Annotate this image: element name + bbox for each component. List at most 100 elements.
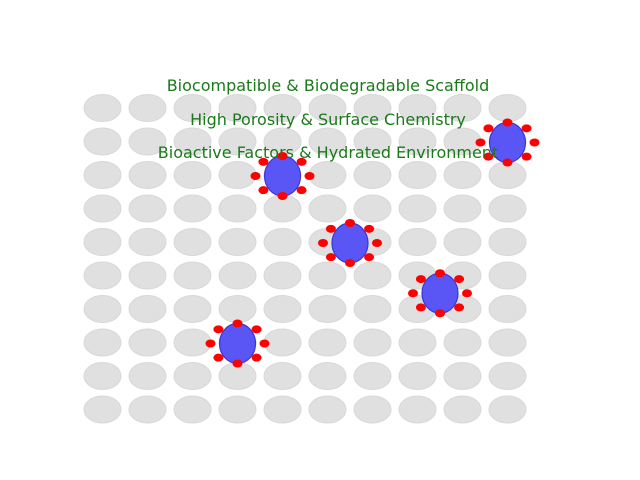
scaffold-pore [488, 194, 527, 223]
scaffold-pore [173, 194, 212, 223]
scaffold-pore [263, 295, 302, 323]
scaffold-pore [83, 194, 122, 223]
scaffold-pore [488, 228, 527, 256]
scaffold-pore [128, 362, 167, 390]
scaffold-pore [173, 228, 212, 256]
scaffold-pore [443, 94, 482, 122]
scaffold-pore [443, 228, 482, 256]
cell-group [205, 319, 270, 368]
cell [331, 222, 369, 264]
bioactive-factor-dot [251, 325, 262, 334]
scaffold-pore [218, 194, 257, 223]
bioactive-factor-dot [372, 239, 382, 247]
scaffold-pore [218, 94, 257, 122]
scaffold-pore [398, 395, 437, 424]
cell-group [475, 118, 540, 167]
scaffold-pore [398, 194, 437, 223]
scaffold-pore [488, 395, 527, 424]
scaffold-pore [263, 94, 302, 122]
bioactive-factor-dot [232, 359, 243, 368]
bioactive-factor-dot [213, 325, 224, 334]
scaffold-pore [443, 362, 482, 390]
scaffold-pore [173, 395, 212, 424]
scaffold-pore [83, 395, 122, 424]
bioactive-factor-dot [462, 289, 472, 298]
bioactive-factor-dot [415, 303, 426, 312]
scaffold-pore [398, 362, 437, 390]
scaffold-pore [308, 295, 347, 323]
bioactive-factor-dot [435, 309, 445, 318]
scaffold-pore [263, 362, 302, 390]
scaffold-pore [308, 395, 347, 424]
scaffold-pore [173, 161, 212, 189]
bioactive-factor-dot [475, 138, 486, 147]
scaffold-pore [83, 261, 122, 290]
scaffold-pore [218, 261, 257, 290]
caption-porosity-surface-chemistry: High Porosity & Surface Chemistry [190, 110, 466, 129]
scaffold-pore [128, 127, 167, 156]
bioactive-factor-dot [318, 239, 328, 247]
scaffold-pore [83, 328, 122, 357]
scaffold-pore [398, 94, 437, 122]
bioactive-factor-dot [364, 253, 375, 262]
bioactive-factor-dot [483, 124, 494, 133]
scaffold-pore [398, 228, 437, 256]
scaffold-pore [398, 328, 437, 357]
bioactive-factor-dot [454, 303, 465, 312]
cell [218, 322, 257, 365]
bioactive-factor-dot [258, 157, 269, 166]
scaffold-pore [353, 261, 392, 290]
scaffold-pore [128, 395, 167, 424]
scaffold-pore [353, 395, 392, 424]
scaffold-pore [83, 295, 122, 323]
cell-group [408, 269, 472, 318]
bioactive-factor-dot [521, 152, 532, 161]
bioactive-factor-dot [502, 118, 513, 127]
scaffold-pore [218, 127, 257, 156]
scaffold-pore [308, 328, 347, 357]
bioactive-factor-dot [277, 192, 288, 200]
bioactive-factor-dot [435, 269, 445, 278]
scaffold-pore [308, 127, 347, 156]
scaffold-pore [173, 127, 212, 156]
scaffold-pore [353, 295, 392, 323]
scaffold-pore [443, 194, 482, 223]
bioactive-factor-dot [454, 275, 465, 284]
bioactive-factor-dot [232, 319, 243, 328]
scaffold-pore [83, 362, 122, 390]
scaffold-pore [173, 261, 212, 290]
bioactive-factor-dot [296, 157, 307, 166]
scaffold-pore [218, 395, 257, 424]
bioactive-factor-dot [529, 138, 540, 147]
scaffold-pore [488, 261, 527, 290]
scaffold-pore [308, 94, 347, 122]
scaffold-pore [353, 362, 392, 390]
bioactive-factor-dot [259, 339, 270, 348]
scaffold-pore [173, 362, 212, 390]
scaffold-pore [353, 94, 392, 122]
scaffold-pore [173, 94, 212, 122]
cell-group [250, 152, 315, 200]
scaffold-pore [128, 328, 167, 357]
caption-bioactive-factors: Bioactive Factors & Hydrated Environment [157, 143, 499, 162]
scaffold-pore [488, 362, 527, 390]
bioactive-factor-dot [325, 253, 336, 262]
scaffold-pore [263, 395, 302, 424]
scaffold-pore [308, 161, 347, 189]
seeded-cells [205, 118, 540, 368]
scaffold-pore [83, 94, 122, 122]
bioactive-factor-dot [502, 158, 513, 167]
scaffold-pore [263, 228, 302, 256]
caption-biocompatible-scaffold: Biocompatible & Biodegradable Scaffold [166, 76, 490, 95]
bioactive-factor-dot [304, 172, 315, 180]
bioactive-factor-dot [258, 186, 269, 195]
scaffold-pore [128, 194, 167, 223]
scaffold-pore [353, 328, 392, 357]
scaffold-pore [443, 328, 482, 357]
scaffold-pore [83, 228, 122, 256]
scaffold-pore [488, 295, 527, 323]
cell [421, 272, 459, 314]
scaffold-pore [398, 127, 437, 156]
scaffold-pore [83, 127, 122, 156]
